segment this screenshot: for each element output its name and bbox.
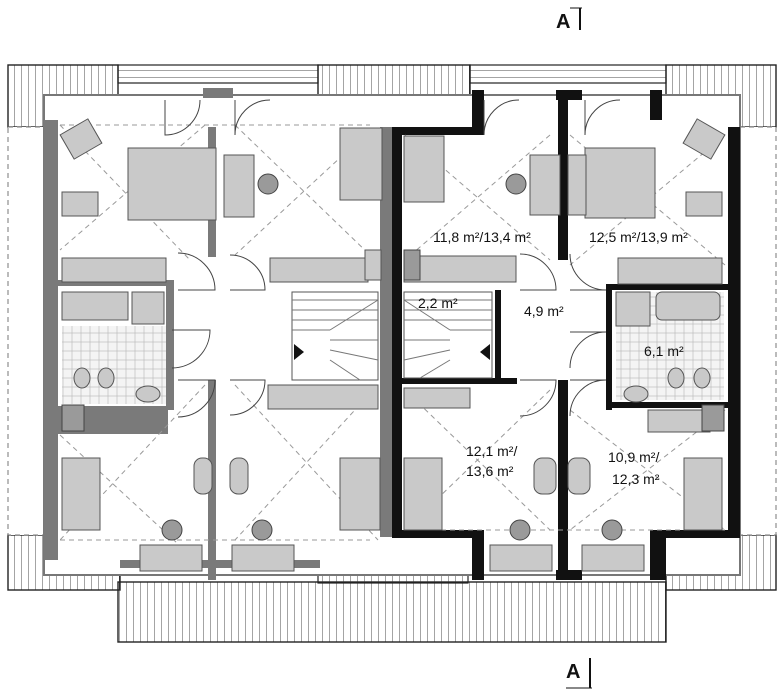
bidet-left bbox=[97, 367, 115, 389]
section-marker-top: A bbox=[556, 7, 582, 33]
doors bbox=[164, 99, 621, 418]
bed-bottom-left bbox=[61, 457, 101, 531]
area-labels: 11,8 m²/13,4 m² 12,5 m²/13,9 m² 2,2 m² 4… bbox=[418, 229, 688, 487]
nightstand-top-right bbox=[685, 191, 723, 217]
label-bedroom-top-right-inner: 11,8 m²/13,4 m² bbox=[433, 229, 531, 245]
armchair-top-left bbox=[59, 118, 103, 160]
armchair-top-right bbox=[682, 118, 726, 160]
sink-right bbox=[623, 385, 649, 403]
toilet-right bbox=[667, 367, 685, 389]
armchair-bottom-right-1 bbox=[533, 457, 557, 495]
label-stair-landing: 2,2 m² bbox=[418, 295, 458, 311]
wardrobe-bottom-right-outer bbox=[647, 409, 711, 433]
section-marker-bottom-label: A bbox=[566, 661, 580, 683]
bed-top-mid-left bbox=[339, 127, 383, 201]
desk-top-right-inner bbox=[529, 154, 561, 216]
desk-top-left bbox=[223, 154, 255, 218]
chair-bottom-mid bbox=[251, 519, 273, 541]
chair-top-right-inner bbox=[505, 173, 527, 195]
chair-top-left bbox=[257, 173, 279, 195]
right-unit-walls bbox=[392, 90, 740, 580]
bed-bottom-right-outer bbox=[683, 457, 723, 531]
label-hall-right: 4,9 m² bbox=[524, 303, 564, 319]
stove-top-right bbox=[403, 249, 421, 281]
right-stairs bbox=[403, 291, 493, 379]
bed-top-right-inner bbox=[403, 135, 445, 203]
desk-bottom-left bbox=[139, 544, 203, 572]
desk-bottom-right-outer bbox=[581, 544, 645, 572]
label-bedroom-bottom-right-inner-2: 13,6 m² bbox=[466, 463, 514, 479]
bathtub-left bbox=[61, 291, 129, 321]
nightstand-top-left bbox=[61, 191, 99, 217]
shower-left bbox=[131, 291, 165, 325]
wardrobe-top-right-outer bbox=[617, 257, 723, 285]
desk-bottom-mid bbox=[231, 544, 295, 572]
bed-top-right-outer bbox=[584, 147, 656, 219]
bidet-right bbox=[693, 367, 711, 389]
wardrobe-top-right-inner bbox=[403, 255, 517, 283]
stove-bottom-left bbox=[61, 404, 85, 432]
section-marker-top-label: A bbox=[556, 11, 570, 33]
nightstand-top-right-outer bbox=[567, 154, 587, 216]
bed-top-left bbox=[127, 147, 217, 221]
stove-bottom-right bbox=[701, 404, 725, 432]
wardrobe-top-mid-left bbox=[269, 257, 369, 283]
bed-bottom-right-inner bbox=[403, 457, 443, 531]
wardrobe-top-left bbox=[61, 257, 167, 283]
bathtub-right bbox=[655, 291, 721, 321]
label-bathroom-right: 6,1 m² bbox=[644, 343, 684, 359]
toilet-left bbox=[73, 367, 91, 389]
wardrobe-bottom-mid-left bbox=[267, 384, 379, 410]
armchair-bottom-2 bbox=[229, 457, 249, 495]
stove-top-left bbox=[364, 249, 382, 281]
label-bedroom-bottom-right-outer-1: 10,9 m²/ bbox=[608, 449, 659, 465]
sink-left bbox=[135, 385, 161, 403]
shower-right bbox=[615, 291, 651, 327]
chair-bottom-right-outer bbox=[601, 519, 623, 541]
label-bedroom-bottom-right-inner-1: 12,1 m²/ bbox=[466, 443, 517, 459]
chair-bottom-left bbox=[161, 519, 183, 541]
right-unit-furniture bbox=[403, 118, 726, 572]
left-unit-furniture bbox=[59, 118, 383, 572]
chair-bottom-right-inner bbox=[509, 519, 531, 541]
wardrobe-bottom-right bbox=[403, 387, 471, 409]
bed-bottom-mid-left bbox=[339, 457, 381, 531]
label-bedroom-bottom-right-outer-2: 12,3 m² bbox=[612, 471, 660, 487]
section-marker-bottom: A bbox=[566, 658, 592, 689]
desk-bottom-right-inner bbox=[489, 544, 553, 572]
left-stairs bbox=[291, 291, 379, 381]
armchair-bottom-right-2 bbox=[567, 457, 591, 495]
label-bedroom-top-right-outer: 12,5 m²/13,9 m² bbox=[589, 229, 688, 245]
armchair-bottom-1 bbox=[193, 457, 213, 495]
